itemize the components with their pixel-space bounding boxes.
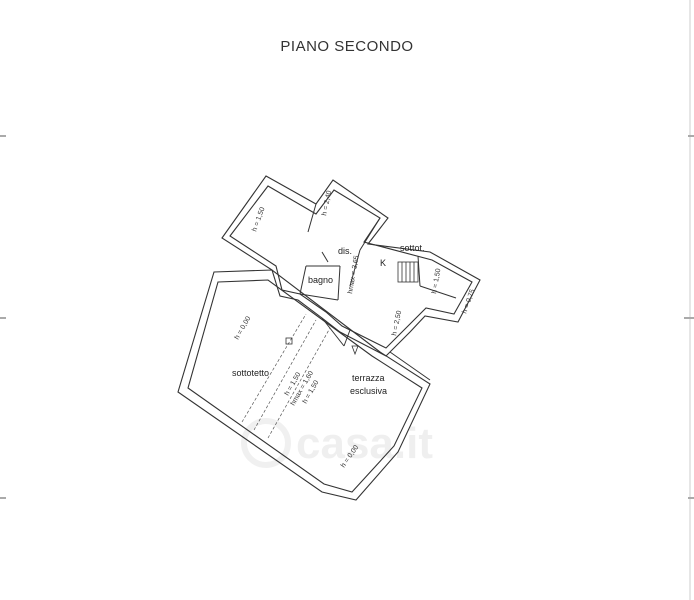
watermark-text: casa.it xyxy=(296,419,433,468)
room-label-terrazza: terrazza xyxy=(352,373,385,383)
height-label: h = 1,50 xyxy=(431,268,442,294)
watermark: casa.it xyxy=(241,418,433,468)
height-label: h = 1,50 xyxy=(251,206,266,232)
room-label-dis: dis. xyxy=(338,246,352,256)
triangle-marker-icon xyxy=(351,345,359,356)
room-label-esclusiva: esclusiva xyxy=(350,386,387,396)
height-label: h = 0,00 xyxy=(234,315,253,341)
walls xyxy=(177,175,481,501)
plan-title: PIANO SECONDO xyxy=(280,38,414,55)
height-label: hmax = 3,65 xyxy=(347,255,361,294)
room-label-sottot: sottot. xyxy=(400,243,425,253)
interior-walls xyxy=(299,203,457,381)
roof-slope-lines xyxy=(241,313,331,439)
chimney-icon xyxy=(285,337,293,345)
room-label-sottotetto: sottotetto xyxy=(232,368,269,378)
height-label: h = 0,75 xyxy=(461,288,476,314)
room-label-bagno: bagno xyxy=(308,275,333,285)
room-label-kitchen: K xyxy=(380,258,386,268)
stairs xyxy=(397,261,419,283)
